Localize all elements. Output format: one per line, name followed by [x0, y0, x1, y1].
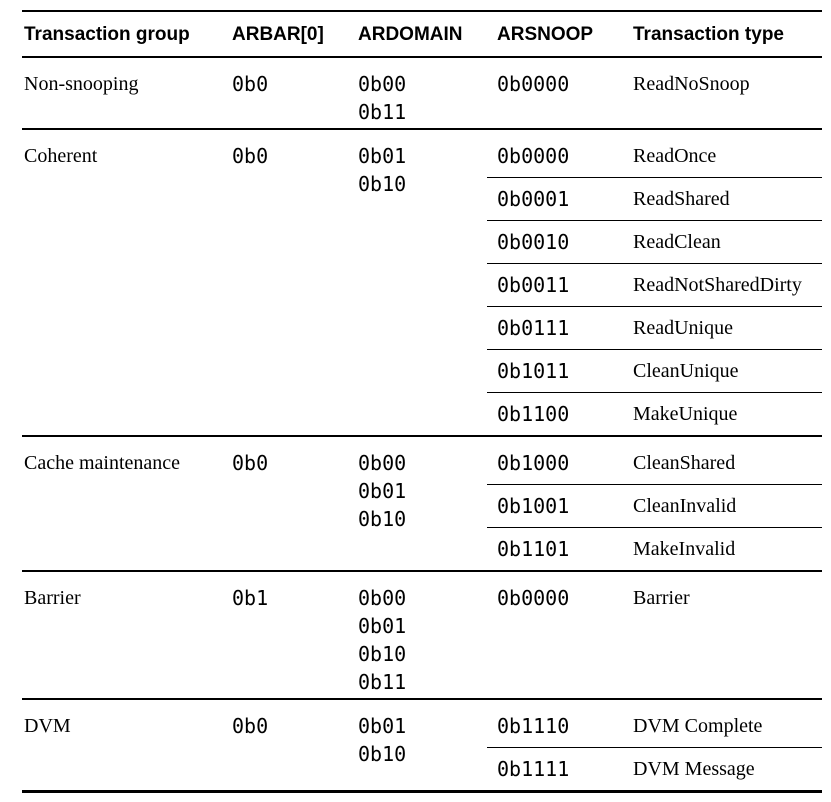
- section-dvm: DVM 0b0 0b01 0b10 0b1110 DVM Complete 0b…: [22, 698, 822, 790]
- snoop-subrows: 0b1110 DVM Complete 0b1111 DVM Message: [487, 700, 822, 790]
- table-row: 0b1111 DVM Message: [487, 747, 822, 790]
- group-cell: Barrier: [24, 587, 81, 609]
- arbar-cell: 0b1: [232, 586, 269, 610]
- arsnoop-cell: 0b1110: [497, 714, 570, 738]
- column-header-arbar: ARBAR[0]: [232, 24, 324, 45]
- arbar-cell: 0b0: [232, 144, 269, 168]
- transaction-type-cell: ReadClean: [633, 231, 721, 253]
- arsnoop-cell: 0b0000: [497, 144, 570, 168]
- table-row: 0b0000 Barrier: [487, 577, 822, 619]
- transaction-type-cell: CleanShared: [633, 452, 736, 474]
- arsnoop-cell: 0b1101: [497, 537, 570, 561]
- group-cell: Non-snooping: [24, 73, 139, 95]
- transaction-type-cell: ReadUnique: [633, 317, 733, 339]
- ardomain-value: 0b11: [358, 670, 407, 694]
- snoop-subrows: 0b0000 Barrier: [487, 572, 822, 698]
- transaction-type-cell: ReadShared: [633, 188, 730, 210]
- snoop-subrows: 0b0000 ReadNoSnoop: [487, 58, 822, 128]
- snoop-subrows: 0b1000 CleanShared 0b1001 CleanInvalid 0…: [487, 437, 822, 570]
- table-row: 0b0111 ReadUnique: [487, 306, 822, 349]
- group-cell: DVM: [24, 715, 71, 737]
- ardomain-cell: 0b00 0b01 0b10 0b11: [358, 572, 487, 698]
- ardomain-cell: 0b00 0b11: [358, 58, 487, 128]
- arsnoop-cell: 0b1000: [497, 451, 570, 475]
- transaction-type-cell: MakeUnique: [633, 403, 738, 425]
- arsnoop-cell: 0b0000: [497, 586, 570, 610]
- transaction-encoding-table: Transaction group ARBAR[0] ARDOMAIN ARSN…: [22, 10, 822, 793]
- transaction-type-cell: DVM Complete: [633, 715, 763, 737]
- arbar-cell: 0b0: [232, 451, 269, 475]
- group-cell: Coherent: [24, 145, 98, 167]
- ardomain-value: 0b01: [358, 479, 407, 503]
- transaction-type-cell: ReadNotSharedDirty: [633, 274, 802, 296]
- arsnoop-cell: 0b1001: [497, 494, 570, 518]
- arbar-cell: 0b0: [232, 714, 269, 738]
- table-row: 0b1101 MakeInvalid: [487, 527, 822, 570]
- arsnoop-cell: 0b0010: [497, 230, 570, 254]
- section-cache-maintenance: Cache maintenance 0b0 0b00 0b01 0b10 0b1…: [22, 435, 822, 570]
- ardomain-cell: 0b01 0b10: [358, 130, 487, 435]
- column-header-transaction-group: Transaction group: [24, 24, 190, 45]
- column-header-ardomain: ARDOMAIN: [358, 24, 463, 45]
- arsnoop-cell: 0b0000: [497, 72, 570, 96]
- table-row: 0b1100 MakeUnique: [487, 392, 822, 435]
- table-row: 0b1011 CleanUnique: [487, 349, 822, 392]
- arsnoop-cell: 0b1111: [497, 757, 570, 781]
- ardomain-value: 0b01: [358, 144, 407, 168]
- table-row: 0b0010 ReadClean: [487, 220, 822, 263]
- ardomain-value: 0b00: [358, 72, 407, 96]
- table-row: 0b0001 ReadShared: [487, 177, 822, 220]
- column-header-arsnoop: ARSNOOP: [497, 24, 594, 45]
- transaction-type-cell: CleanInvalid: [633, 495, 737, 517]
- transaction-type-cell: ReadOnce: [633, 145, 717, 167]
- ardomain-value: 0b11: [358, 100, 407, 124]
- ardomain-value: 0b00: [358, 586, 407, 610]
- arsnoop-cell: 0b0011: [497, 273, 570, 297]
- table-row: 0b0000 ReadNoSnoop: [487, 63, 822, 105]
- section-barrier: Barrier 0b1 0b00 0b01 0b10 0b11 0b0000 B…: [22, 570, 822, 698]
- arsnoop-cell: 0b0111: [497, 316, 570, 340]
- group-cell: Cache maintenance: [24, 452, 181, 474]
- ardomain-value: 0b10: [358, 642, 407, 666]
- table-row: 0b1001 CleanInvalid: [487, 484, 822, 527]
- ardomain-value: 0b01: [358, 714, 407, 738]
- table-row: 0b0000 ReadOnce: [487, 135, 822, 177]
- ardomain-value: 0b10: [358, 172, 407, 196]
- transaction-type-cell: Barrier: [633, 587, 690, 609]
- table-row: 0b1110 DVM Complete: [487, 705, 822, 747]
- ardomain-value: 0b10: [358, 742, 407, 766]
- ardomain-value: 0b00: [358, 451, 407, 475]
- arsnoop-cell: 0b0001: [497, 187, 570, 211]
- ardomain-value: 0b01: [358, 614, 407, 638]
- ardomain-cell: 0b01 0b10: [358, 700, 487, 790]
- table-row: 0b0011 ReadNotSharedDirty: [487, 263, 822, 306]
- column-header-transaction-type: Transaction type: [633, 24, 784, 45]
- table-row: 0b1000 CleanShared: [487, 442, 822, 484]
- section-non-snooping: Non-snooping 0b0 0b00 0b11 0b0000 ReadNo…: [22, 58, 822, 128]
- transaction-type-cell: MakeInvalid: [633, 538, 736, 560]
- ardomain-value: 0b10: [358, 507, 407, 531]
- ardomain-cell: 0b00 0b01 0b10: [358, 437, 487, 570]
- transaction-type-cell: ReadNoSnoop: [633, 73, 750, 95]
- transaction-type-cell: DVM Message: [633, 758, 755, 780]
- arbar-cell: 0b0: [232, 72, 269, 96]
- snoop-subrows: 0b0000 ReadOnce 0b0001 ReadShared 0b0010…: [487, 130, 822, 435]
- section-coherent: Coherent 0b0 0b01 0b10 0b0000 ReadOnce 0…: [22, 128, 822, 435]
- arsnoop-cell: 0b1011: [497, 359, 570, 383]
- transaction-type-cell: CleanUnique: [633, 360, 739, 382]
- arsnoop-cell: 0b1100: [497, 402, 570, 426]
- table-header-row: Transaction group ARBAR[0] ARDOMAIN ARSN…: [22, 12, 822, 58]
